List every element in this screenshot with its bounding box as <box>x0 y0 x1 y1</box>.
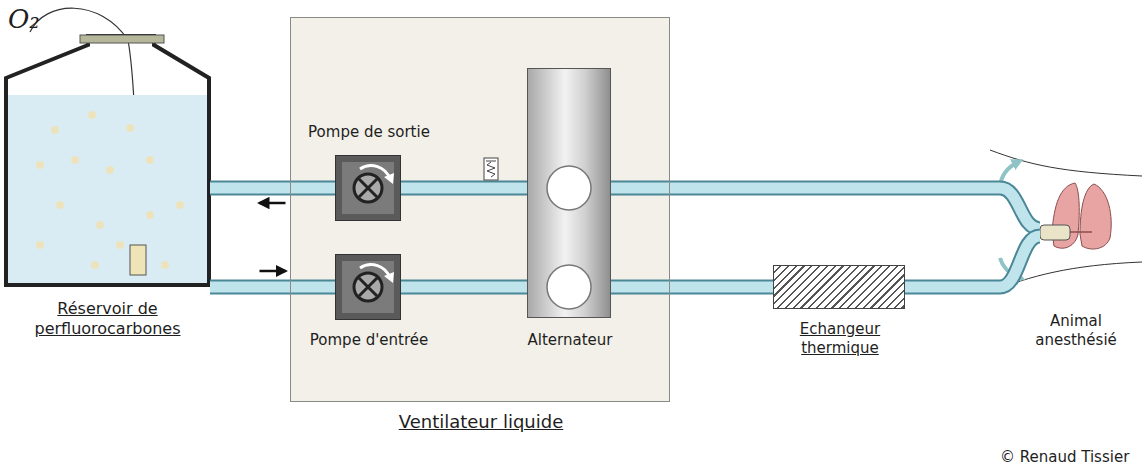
bottle-cap <box>80 35 164 43</box>
component-label: Alternateur <box>510 331 630 350</box>
ventilator-box: Ventilateur liquidePompe de sortieAltern… <box>290 17 670 402</box>
tube-fill <box>210 282 335 293</box>
tube-fill <box>611 188 1040 229</box>
tube-fill <box>401 282 527 293</box>
copyright-note: © Renaud Tissier <box>1000 448 1129 466</box>
reservoir-bottle <box>6 36 209 285</box>
tube-wall <box>611 188 1040 229</box>
tube-wall <box>401 181 527 196</box>
tube-fill <box>210 183 335 194</box>
trachea-tube <box>1040 225 1070 240</box>
pump-box: Pompe d'entrée <box>335 254 401 320</box>
right-lung <box>1080 184 1111 249</box>
alternator-valves <box>527 68 611 318</box>
tube <box>905 236 1040 287</box>
pump-symbol <box>335 254 401 320</box>
tube-wall <box>401 280 527 295</box>
component-label: Réservoir de perfluorocarbones <box>18 299 198 339</box>
pressure-sensor <box>484 158 498 180</box>
alternator-box: Alternateur <box>527 68 611 318</box>
tube <box>611 287 773 288</box>
pump-box: Pompe de sortie <box>335 155 401 221</box>
tube <box>401 188 527 189</box>
component-label: Pompe de sortie <box>294 123 444 142</box>
tube-fill <box>905 236 1040 287</box>
tube <box>210 188 335 203</box>
gas-label: O₂ <box>8 4 40 34</box>
ventilator-housing <box>290 17 670 402</box>
tube-wall <box>210 280 335 295</box>
component-label: Echangeur thermique <box>775 320 905 358</box>
oxygen-diffuser <box>130 245 146 275</box>
heat-exchanger-box: Echangeur thermique <box>773 265 905 309</box>
component-label: Ventilateur liquide <box>371 411 591 434</box>
bubbles <box>36 111 184 269</box>
tube <box>401 287 527 288</box>
component-label: Pompe d'entrée <box>294 331 444 350</box>
tube-fill <box>401 183 527 194</box>
pump-symbol <box>335 155 401 221</box>
tube <box>210 271 335 287</box>
tube <box>611 188 1040 229</box>
component-region: Réservoir de perfluorocarbones <box>5 75 210 285</box>
flow-direction-arrow <box>260 270 286 273</box>
liquid <box>7 95 208 284</box>
flow-direction-arrow <box>260 202 286 205</box>
tube-wall <box>611 280 773 295</box>
tube-fill <box>611 282 773 293</box>
tube-wall <box>905 236 1040 287</box>
bronchi <box>1070 231 1092 233</box>
component-label: Animal anesthésié <box>1020 312 1132 350</box>
tube-wall <box>210 181 335 196</box>
component-region: Animal anesthésié <box>1040 180 1112 250</box>
